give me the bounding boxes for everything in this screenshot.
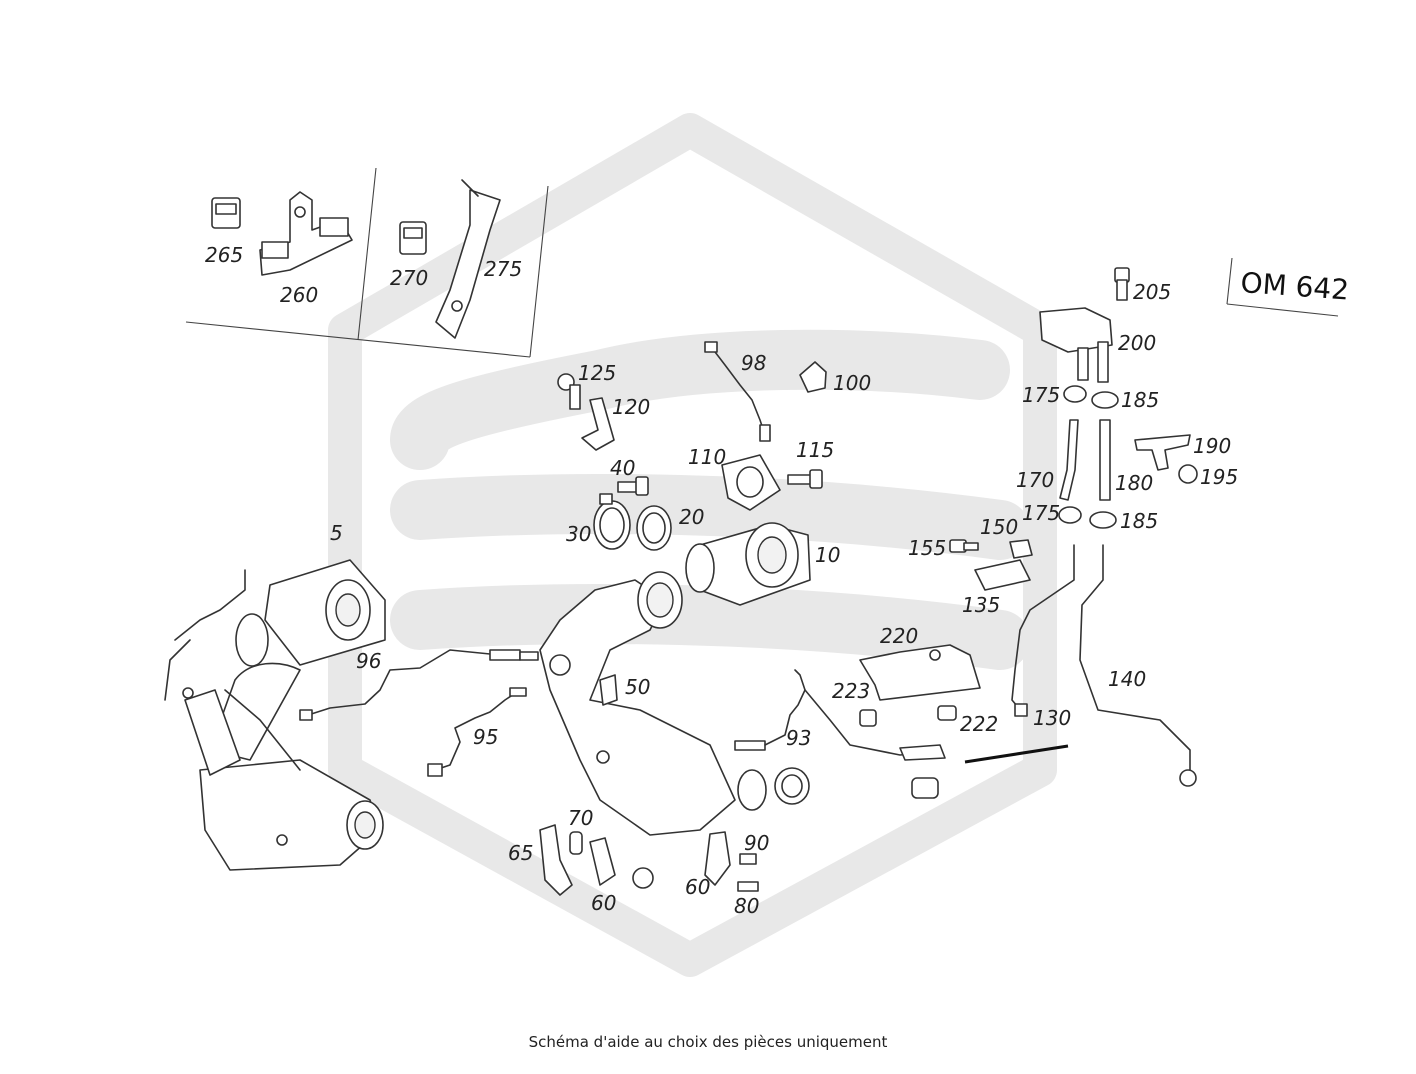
callout-175-lower: 175 [1022, 501, 1060, 525]
callout-10: 10 [815, 543, 840, 567]
callout-70: 70 [568, 806, 593, 830]
callout-260: 260 [280, 283, 318, 307]
part-205-bolt [1114, 267, 1130, 301]
part-170-hose [1059, 419, 1079, 501]
part-222-nut [937, 705, 957, 721]
callout-220: 220 [880, 624, 918, 648]
engine-label: OM 642 [1240, 266, 1351, 306]
part-120-bracket [581, 397, 615, 451]
callout-155: 155 [908, 536, 946, 560]
callout-110: 110 [688, 445, 726, 469]
part-135-bracket [974, 559, 1031, 591]
part-100-clip [799, 361, 827, 393]
part-265-clip [211, 197, 241, 229]
part-10-converter [685, 522, 811, 606]
callout-135: 135 [962, 593, 1000, 617]
callout-80: 80 [734, 894, 759, 918]
part-125-bolt [557, 373, 581, 410]
callout-190: 190 [1193, 434, 1231, 458]
part-140-pipe [1079, 544, 1197, 787]
callout-223: 223 [832, 679, 870, 703]
callout-labels: 265 260 270 275 125 120 98 100 110 115 4… [205, 243, 1350, 918]
part-70-spacer [569, 831, 583, 855]
part-260-bracket [259, 191, 353, 276]
caption: Schéma d'aide au choix des pièces unique… [528, 1033, 888, 1051]
part-50-downpipe [539, 571, 767, 836]
part-200-pressure-sensor [1039, 307, 1113, 383]
part-96-sensor [299, 649, 539, 721]
callout-115: 115 [796, 438, 834, 462]
callout-195: 195 [1200, 465, 1238, 489]
callout-30: 30 [566, 522, 591, 546]
callout-150: 150 [980, 515, 1018, 539]
callout-120: 120 [612, 395, 650, 419]
callout-60-right: 60 [685, 875, 710, 899]
part-5-catalytic-assembly [164, 559, 386, 871]
part-185-clamp-upper [1091, 391, 1119, 409]
callout-170: 170 [1016, 468, 1054, 492]
callout-180: 180 [1115, 471, 1153, 495]
part-60-bracket-right [704, 831, 731, 886]
callout-96: 96 [356, 649, 381, 673]
callout-20: 20 [679, 505, 704, 529]
part-195-nut [1178, 464, 1198, 484]
part-175-clamp-upper [1063, 385, 1087, 403]
callout-5: 5 [330, 521, 343, 545]
pointer-line [964, 744, 1069, 764]
part-90-bolt [739, 853, 757, 865]
callout-175-upper: 175 [1022, 383, 1060, 407]
part-223-clip [859, 709, 877, 727]
part-180-hose [1099, 419, 1111, 501]
callout-65: 65 [508, 841, 533, 865]
part-115-stud [787, 469, 823, 489]
callout-185-upper: 185 [1121, 388, 1159, 412]
part-220-bracket [859, 644, 981, 701]
part-185-clamp-lower [1089, 511, 1117, 529]
callout-200: 200 [1118, 331, 1156, 355]
callout-95: 95 [473, 725, 498, 749]
part-80-bolt [737, 881, 759, 892]
part-190-bracket [1134, 434, 1191, 471]
callout-270: 270 [390, 266, 428, 290]
part-130-pipe [1011, 544, 1075, 717]
callout-275: 275 [484, 257, 522, 281]
part-95-sensor [427, 687, 527, 777]
part-275-bracket [435, 179, 501, 339]
sensor-mount [899, 744, 946, 799]
part-98-sensor [704, 341, 771, 442]
callout-98: 98 [741, 351, 766, 375]
callout-205: 205 [1133, 280, 1171, 304]
part-110-gasket [721, 454, 781, 511]
callout-140: 140 [1108, 667, 1146, 691]
part-155-bolt [949, 539, 979, 553]
callout-185-lower: 185 [1120, 509, 1158, 533]
callout-125: 125 [578, 361, 616, 385]
callout-222: 222 [960, 712, 998, 736]
callout-60-left: 60 [591, 891, 616, 915]
part-175-clamp-lower [1058, 506, 1082, 524]
part-93-sensor [734, 669, 806, 751]
callout-50: 50 [625, 675, 650, 699]
part-270-clip [399, 221, 427, 255]
callout-265: 265 [205, 243, 243, 267]
part-40-bolt [617, 476, 649, 496]
callout-100: 100 [833, 371, 871, 395]
part-65-bracket [539, 824, 573, 896]
part-60-bracket [589, 837, 616, 886]
exhaust-clamp [774, 767, 810, 805]
callout-90: 90 [744, 831, 769, 855]
inset-frame [185, 167, 549, 358]
part-150-clip [1009, 539, 1033, 559]
callout-40: 40 [610, 456, 635, 480]
nut [632, 867, 654, 889]
part-20-gasket [636, 505, 672, 551]
part-30-clamp [593, 493, 631, 550]
watermark-logo [328, 113, 1057, 977]
callout-93: 93 [786, 726, 811, 750]
engine-label-frame [1226, 257, 1339, 317]
callout-130: 130 [1033, 706, 1071, 730]
